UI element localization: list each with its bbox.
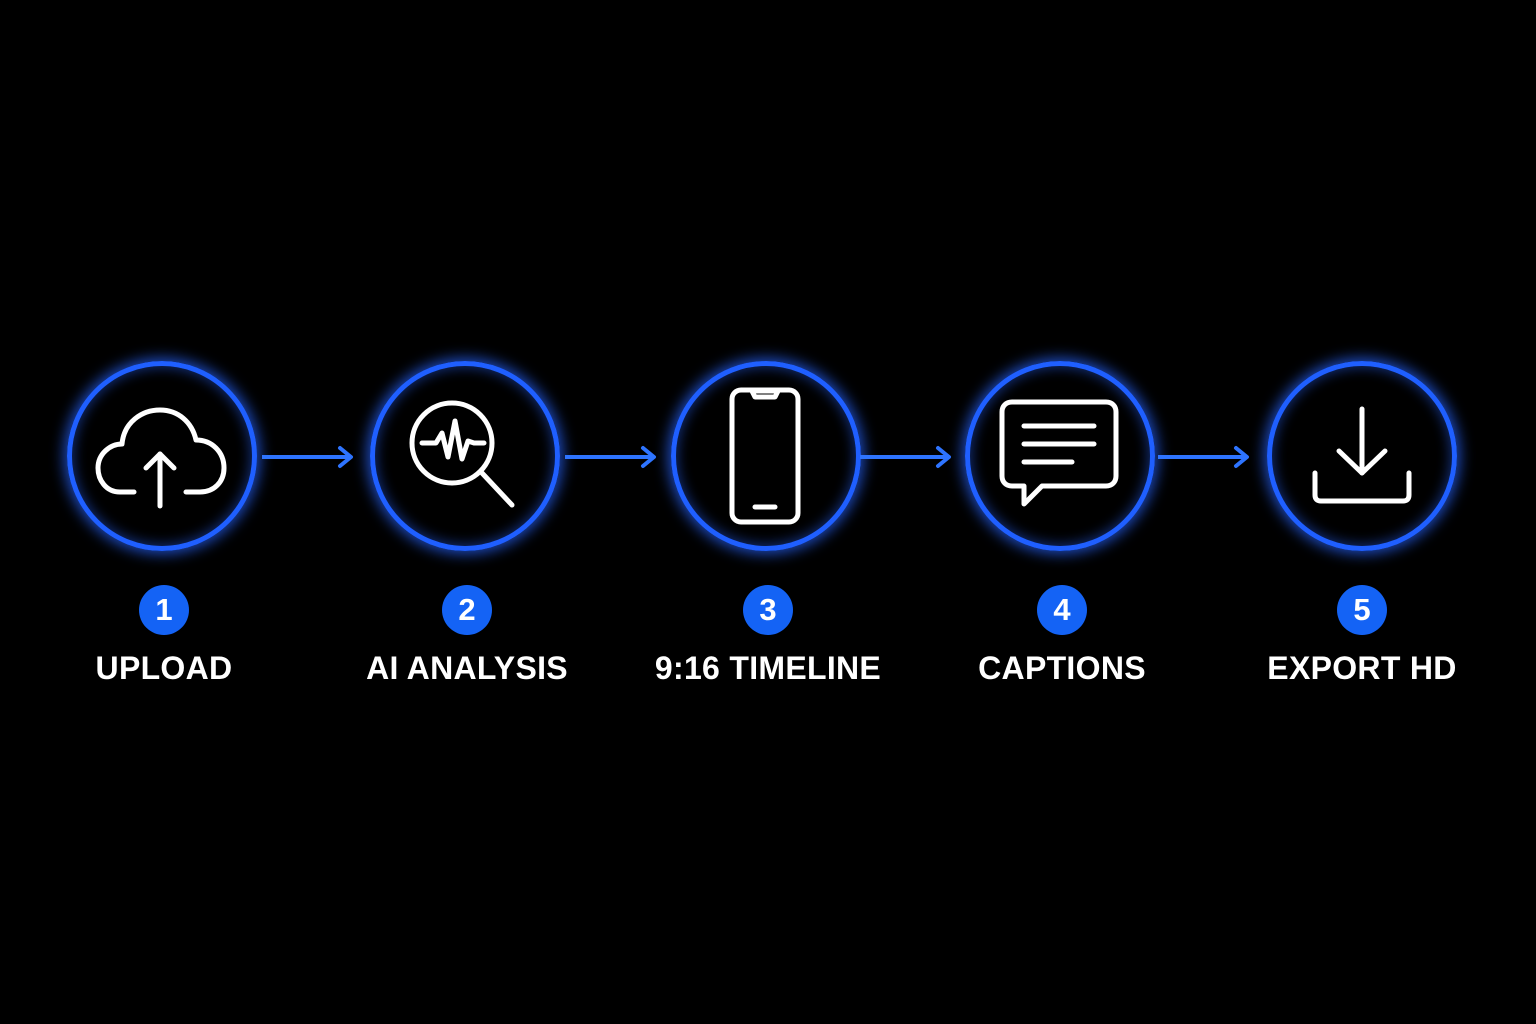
step-5-number-badge: 5	[1337, 585, 1387, 635]
step-2-label: AI ANALYSIS	[366, 650, 568, 686]
step-5-circle	[1267, 361, 1457, 551]
step-4-number-badge: 4	[1037, 585, 1087, 635]
step-1-number-badge: 1	[139, 585, 189, 635]
smartphone-icon	[729, 387, 801, 524]
step-4-circle	[965, 361, 1155, 551]
step-3-label: 9:16 TIMELINE	[654, 650, 882, 686]
download-icon	[1312, 406, 1412, 504]
step-2-number-badge: 2	[442, 585, 492, 635]
step-5-label: EXPORT HD	[1267, 650, 1457, 686]
step-1-circle	[67, 361, 257, 551]
step-4-label: CAPTIONS	[978, 650, 1146, 686]
speech-bubble-icon	[999, 399, 1118, 507]
step-1-label: UPLOAD	[95, 650, 233, 686]
arrow-connector-1	[262, 446, 353, 468]
arrow-connector-2	[565, 446, 656, 468]
step-2-circle	[370, 361, 560, 551]
step-3-number-badge: 3	[743, 585, 793, 635]
arrow-connector-4	[1158, 446, 1249, 468]
cloud-upload-icon	[95, 407, 227, 509]
magnifier-waveform-icon	[409, 400, 515, 508]
arrow-connector-3	[860, 446, 951, 468]
step-3-circle	[671, 361, 861, 551]
